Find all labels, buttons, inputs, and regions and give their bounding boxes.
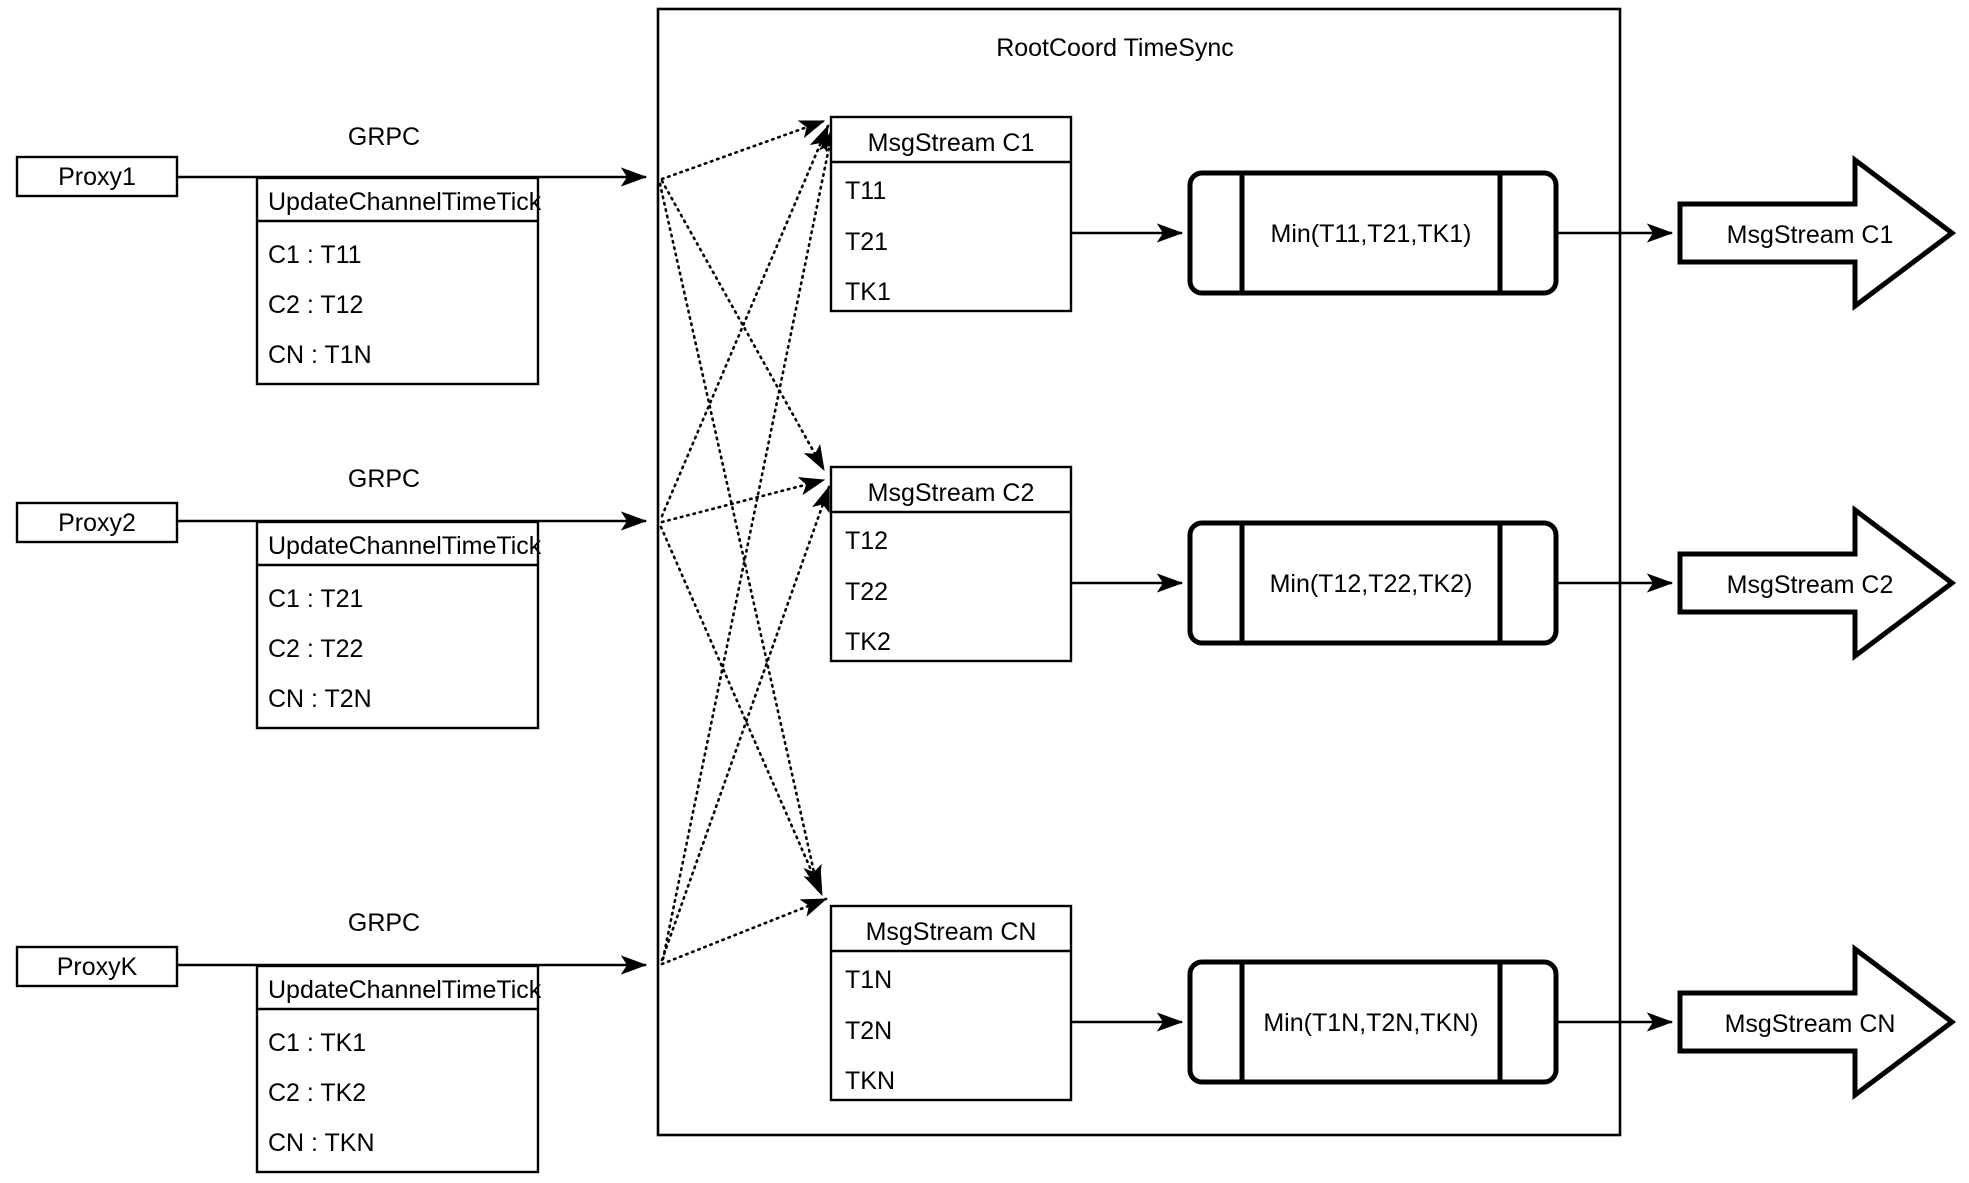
dispatch-arrow-p2-c2: [660, 477, 826, 524]
output-label: MsgStream C2: [1727, 571, 1894, 599]
proxy-box-3[interactable]: ProxyK: [15, 945, 179, 988]
min-label: Min(T1N,T2N,TKN): [1263, 1009, 1478, 1037]
msgstream-row: T1N: [845, 966, 892, 994]
dispatch-arrow-p1-c1: [660, 119, 826, 181]
channel-pipeline-n: MsgStream CN T1N T2N TKN Min(T1N,T2N,TKN…: [829, 904, 1957, 1102]
grpc-link-label-3: GRPC: [348, 909, 420, 937]
message-row: C2 : T12: [268, 291, 363, 319]
message-title: UpdateChannelTimeTick: [268, 976, 542, 1004]
min-label: Min(T12,T22,TK2): [1270, 570, 1473, 598]
proxy-label: ProxyK: [57, 953, 138, 981]
message-row: C1 : T21: [268, 585, 363, 613]
min-process-box-n: Min(T1N,T2N,TKN): [1187, 959, 1559, 1085]
proxy-box-2[interactable]: Proxy2: [15, 501, 179, 544]
channel-pipeline-1: MsgStream C1 T11 T21 TK1 Min(T11,T21,TK1…: [829, 115, 1957, 313]
message-row: C1 : T11: [268, 241, 362, 269]
grpc-link-label-2: GRPC: [348, 465, 420, 493]
timetick-dispatch-fan: [658, 119, 838, 966]
message-row: C2 : T22: [268, 635, 363, 663]
proxy-row-2: Proxy2 GRPC UpdateChannelTimeTick C1 : T…: [15, 465, 648, 730]
rootcoord-timesync-container: RootCoord TimeSync: [656, 7, 1622, 1137]
min-process-box-1: Min(T11,T21,TK1): [1187, 170, 1559, 296]
dispatch-arrow-p1-cn: [658, 182, 822, 892]
dispatch-arrow-p2-c1: [660, 124, 830, 518]
msgstream-row: TK1: [845, 278, 891, 306]
grpc-link-label-1: GRPC: [348, 123, 420, 151]
dispatch-arrow-p2-cn: [659, 525, 824, 897]
message-title: UpdateChannelTimeTick: [268, 532, 542, 560]
output-label: MsgStream CN: [1725, 1010, 1896, 1038]
proxy-label: Proxy1: [58, 163, 136, 191]
msgstream-row: T11: [845, 177, 886, 205]
dispatch-arrow-pk-c1: [661, 126, 838, 961]
message-row: CN : T1N: [268, 341, 372, 369]
msgstream-row: TKN: [845, 1067, 895, 1095]
update-channel-timetick-box-1: UpdateChannelTimeTick C1 : T11 C2 : T12 …: [255, 176, 542, 386]
msgstream-title: MsgStream C1: [868, 129, 1035, 157]
proxy-row-1: Proxy1 GRPC UpdateChannelTimeTick C1 : T…: [15, 123, 648, 386]
msgstream-box-n: MsgStream CN T1N T2N TKN: [829, 904, 1073, 1102]
msgstream-row: T22: [845, 578, 888, 606]
update-channel-timetick-box-2: UpdateChannelTimeTick C1 : T21 C2 : T22 …: [255, 520, 542, 730]
dispatch-arrow-pk-c2: [660, 485, 831, 962]
msgstream-row: T2N: [845, 1017, 892, 1045]
output-msgstream-arrow-1: MsgStream C1: [1677, 154, 1957, 312]
proxy-row-3: ProxyK GRPC UpdateChannelTimeTick C1 : T…: [15, 909, 648, 1174]
min-label: Min(T11,T21,TK1): [1271, 220, 1472, 248]
msgstream-box-2: MsgStream C2 T12 T22 TK2: [829, 465, 1073, 663]
container-title: RootCoord TimeSync: [996, 34, 1234, 62]
output-label: MsgStream C1: [1727, 221, 1894, 249]
message-row: CN : TKN: [268, 1129, 375, 1157]
msgstream-row: T12: [845, 527, 888, 555]
dispatch-arrow-pk-cn: [660, 897, 828, 966]
channel-pipeline-2: MsgStream C2 T12 T22 TK2 Min(T12,T22,TK2…: [829, 465, 1957, 663]
message-title: UpdateChannelTimeTick: [268, 188, 542, 216]
message-row: CN : T2N: [268, 685, 372, 713]
proxy-box-1[interactable]: Proxy1: [15, 155, 179, 198]
output-msgstream-arrow-2: MsgStream C2: [1677, 504, 1957, 662]
msgstream-row: TK2: [845, 628, 891, 656]
msgstream-title: MsgStream C2: [868, 479, 1035, 507]
output-msgstream-arrow-n: MsgStream CN: [1677, 943, 1957, 1101]
proxy-label: Proxy2: [58, 509, 136, 537]
msgstream-row: T21: [845, 228, 888, 256]
min-process-box-2: Min(T12,T22,TK2): [1187, 520, 1559, 646]
message-row: C1 : TK1: [268, 1029, 366, 1057]
msgstream-title: MsgStream CN: [866, 918, 1037, 946]
message-row: C2 : TK2: [268, 1079, 366, 1107]
msgstream-box-1: MsgStream C1 T11 T21 TK1: [829, 115, 1073, 313]
update-channel-timetick-box-3: UpdateChannelTimeTick C1 : TK1 C2 : TK2 …: [255, 964, 542, 1174]
